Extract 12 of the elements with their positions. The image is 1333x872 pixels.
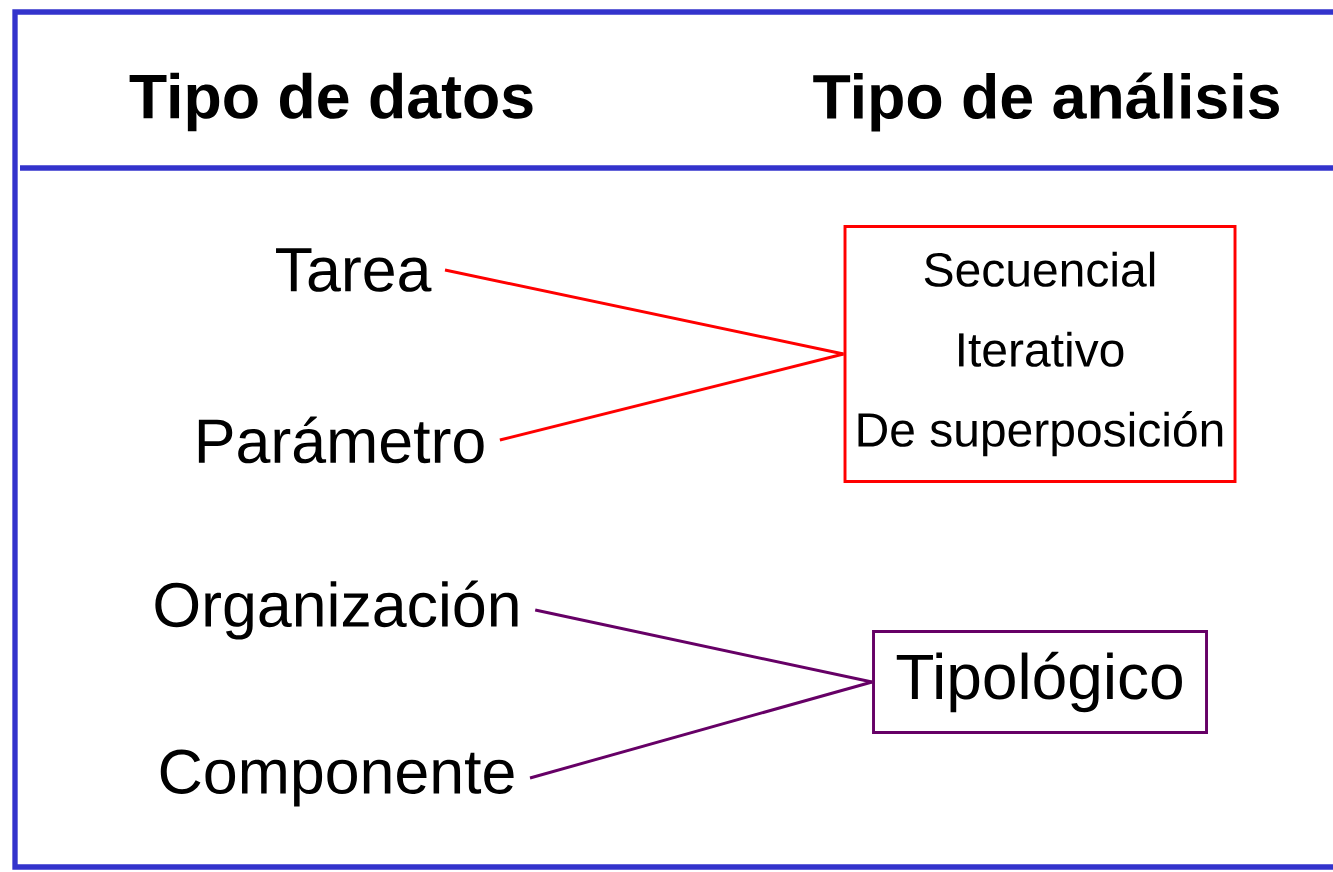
column-heading: Tipo de análisis (813, 72, 1279, 132)
column-heading: Tipo de datos (129, 72, 533, 132)
connector-line (499, 352, 844, 442)
connector-line (534, 608, 873, 684)
category-box: Secuencial Iterativo De superposición (843, 225, 1237, 483)
term-label: Parámetro (198, 416, 484, 464)
term-label: Tarea (276, 248, 432, 292)
connector-line (529, 680, 873, 780)
term-label: Componente (160, 749, 514, 807)
connector-line (444, 268, 844, 356)
category-box: Tipológico (872, 630, 1208, 734)
term-label: Organización (155, 580, 518, 640)
